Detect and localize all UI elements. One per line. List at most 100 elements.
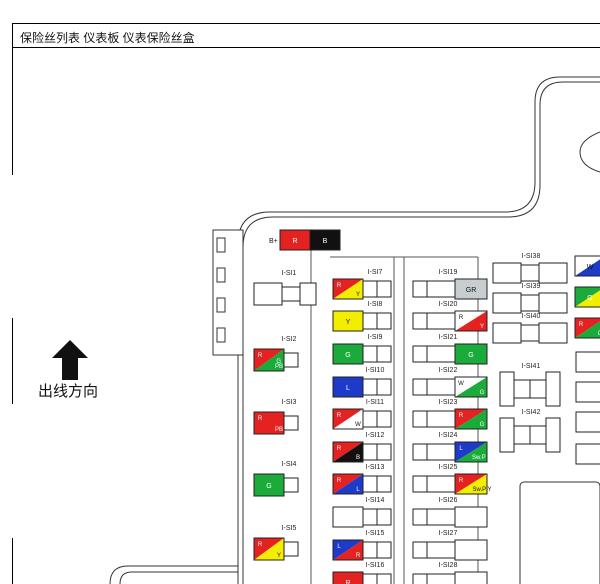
fuse-code-label: G <box>468 352 473 359</box>
fuse-socket <box>376 573 392 584</box>
fuse-id-label: I-SI16 <box>366 562 385 569</box>
fuse-code-label: R <box>258 353 263 359</box>
fuse-socket <box>299 282 317 306</box>
fuse-id-label: I-SI20 <box>439 301 458 308</box>
fuse-code-label: G <box>587 295 592 302</box>
fuse-code-label: G <box>480 390 485 396</box>
fuse-code-label: GR <box>466 287 477 294</box>
fuse-socket <box>426 312 456 330</box>
fuse-color-b <box>333 442 363 462</box>
fuse-code-label: R <box>459 315 464 321</box>
fuse-color-a <box>575 256 600 276</box>
fuse-body <box>454 310 488 332</box>
relay-socket <box>499 371 515 407</box>
fuse-i-si3: RPB <box>253 411 285 435</box>
fuse-id-label: I-SI42 <box>522 409 541 416</box>
fuse-id-label: I-SI21 <box>439 334 458 341</box>
fuse-socket <box>376 280 392 298</box>
fuse-i-si9: G <box>332 343 364 365</box>
fuse-r3: RG <box>574 317 600 339</box>
fuse-body <box>454 473 488 495</box>
mount-tab <box>579 131 600 173</box>
fuse-color-a <box>575 318 600 338</box>
fuse-color-b <box>254 538 284 560</box>
fuse-id-label: I-SI14 <box>366 497 385 504</box>
fuse-i-si19: GR <box>454 278 488 300</box>
fuse-code-label: Sw.P Y <box>472 487 491 493</box>
fuse-socket <box>412 475 428 493</box>
fuse-body <box>574 255 600 277</box>
fuse-id-label: I-SI38 <box>522 253 541 260</box>
fuse-socket <box>538 262 568 284</box>
fuse-socket <box>454 571 488 584</box>
fuse-code-label: G <box>276 359 281 365</box>
fuse-color-b <box>333 409 363 429</box>
fuse-body <box>454 408 488 430</box>
fuse-color-b <box>333 279 363 299</box>
fuse-socket <box>332 506 364 528</box>
fuse-i-si5: RY <box>253 537 285 561</box>
fuse-i-si15: LR <box>332 539 364 561</box>
fuse-id-label: I-SI8 <box>368 301 383 308</box>
relay-block <box>519 481 600 584</box>
fuse-code-label: PB <box>275 427 283 433</box>
fuse-code-label: Y <box>277 553 281 559</box>
fuse-id-label: I-SI25 <box>439 464 458 471</box>
fuse-color-b <box>333 540 363 560</box>
fuse-socket <box>426 541 456 559</box>
fuse-id-label: I-SI39 <box>522 283 541 290</box>
fuse-socket <box>454 506 488 528</box>
fuse-id-label: I-SI26 <box>439 497 458 504</box>
fuse-socket <box>426 508 456 526</box>
left-border-bottom <box>12 538 13 584</box>
fuse-socket <box>520 264 540 282</box>
fuse-socket <box>412 573 428 584</box>
fuse-code-label: G <box>266 483 271 490</box>
fuse-socket <box>253 282 283 306</box>
fuse-i-si10: L <box>332 376 364 398</box>
fuse-socket <box>281 286 301 302</box>
fuse-socket <box>376 475 392 493</box>
fuse-color-b <box>455 377 487 397</box>
fuse-body <box>454 376 488 398</box>
fuse-socket <box>520 324 540 342</box>
fuse-code-label: Y <box>346 319 351 326</box>
fuse-socket <box>362 410 378 428</box>
fuse-socket <box>362 475 378 493</box>
fuse-id-label: I-SI10 <box>366 367 385 374</box>
direction-label: 出线方向 <box>38 383 99 400</box>
fuse-socket <box>376 508 392 526</box>
fuse-id-label: I-SI5 <box>282 525 297 532</box>
fuse-i-si23: RG <box>454 408 488 430</box>
fuse-socket <box>520 294 540 312</box>
fuse-socket <box>283 477 299 493</box>
fuse-id-label: I-SI13 <box>366 464 385 471</box>
fuse-box-outline <box>237 76 600 584</box>
fuse-code-label: G <box>345 352 350 359</box>
fuse-i-si13: RL <box>332 473 364 495</box>
fuse-socket <box>538 322 568 344</box>
fuse-socket <box>426 475 456 493</box>
title-bottom-rule <box>12 47 600 48</box>
fuse-id-label: I-SI3 <box>282 399 297 406</box>
fuse-socket <box>426 280 456 298</box>
fuse-socket <box>454 539 488 561</box>
fuse-id-label: I-SI27 <box>439 530 458 537</box>
fuse-code-label: R <box>579 322 584 328</box>
fuse-code-label: Sw.P G <box>472 455 492 461</box>
page-title: 保险丝列表 仪表板 仪表保险丝盒 <box>20 31 195 45</box>
fuse-socket <box>283 352 299 368</box>
fuse-socket <box>376 410 392 428</box>
fuse-socket <box>426 443 456 461</box>
fuse-socket <box>362 508 378 526</box>
fuse-code-label: B <box>356 455 360 461</box>
fuse-socket <box>362 443 378 461</box>
fuse-id-label: I-SI12 <box>366 432 385 439</box>
fuse-code-label: R <box>356 553 361 559</box>
fuse-i-si11: RW <box>332 408 364 430</box>
fuse-i-si16: R <box>332 571 364 584</box>
fuse-socket <box>492 262 522 284</box>
bottom-outline-2 <box>119 571 238 584</box>
fuse-socket <box>283 415 299 431</box>
